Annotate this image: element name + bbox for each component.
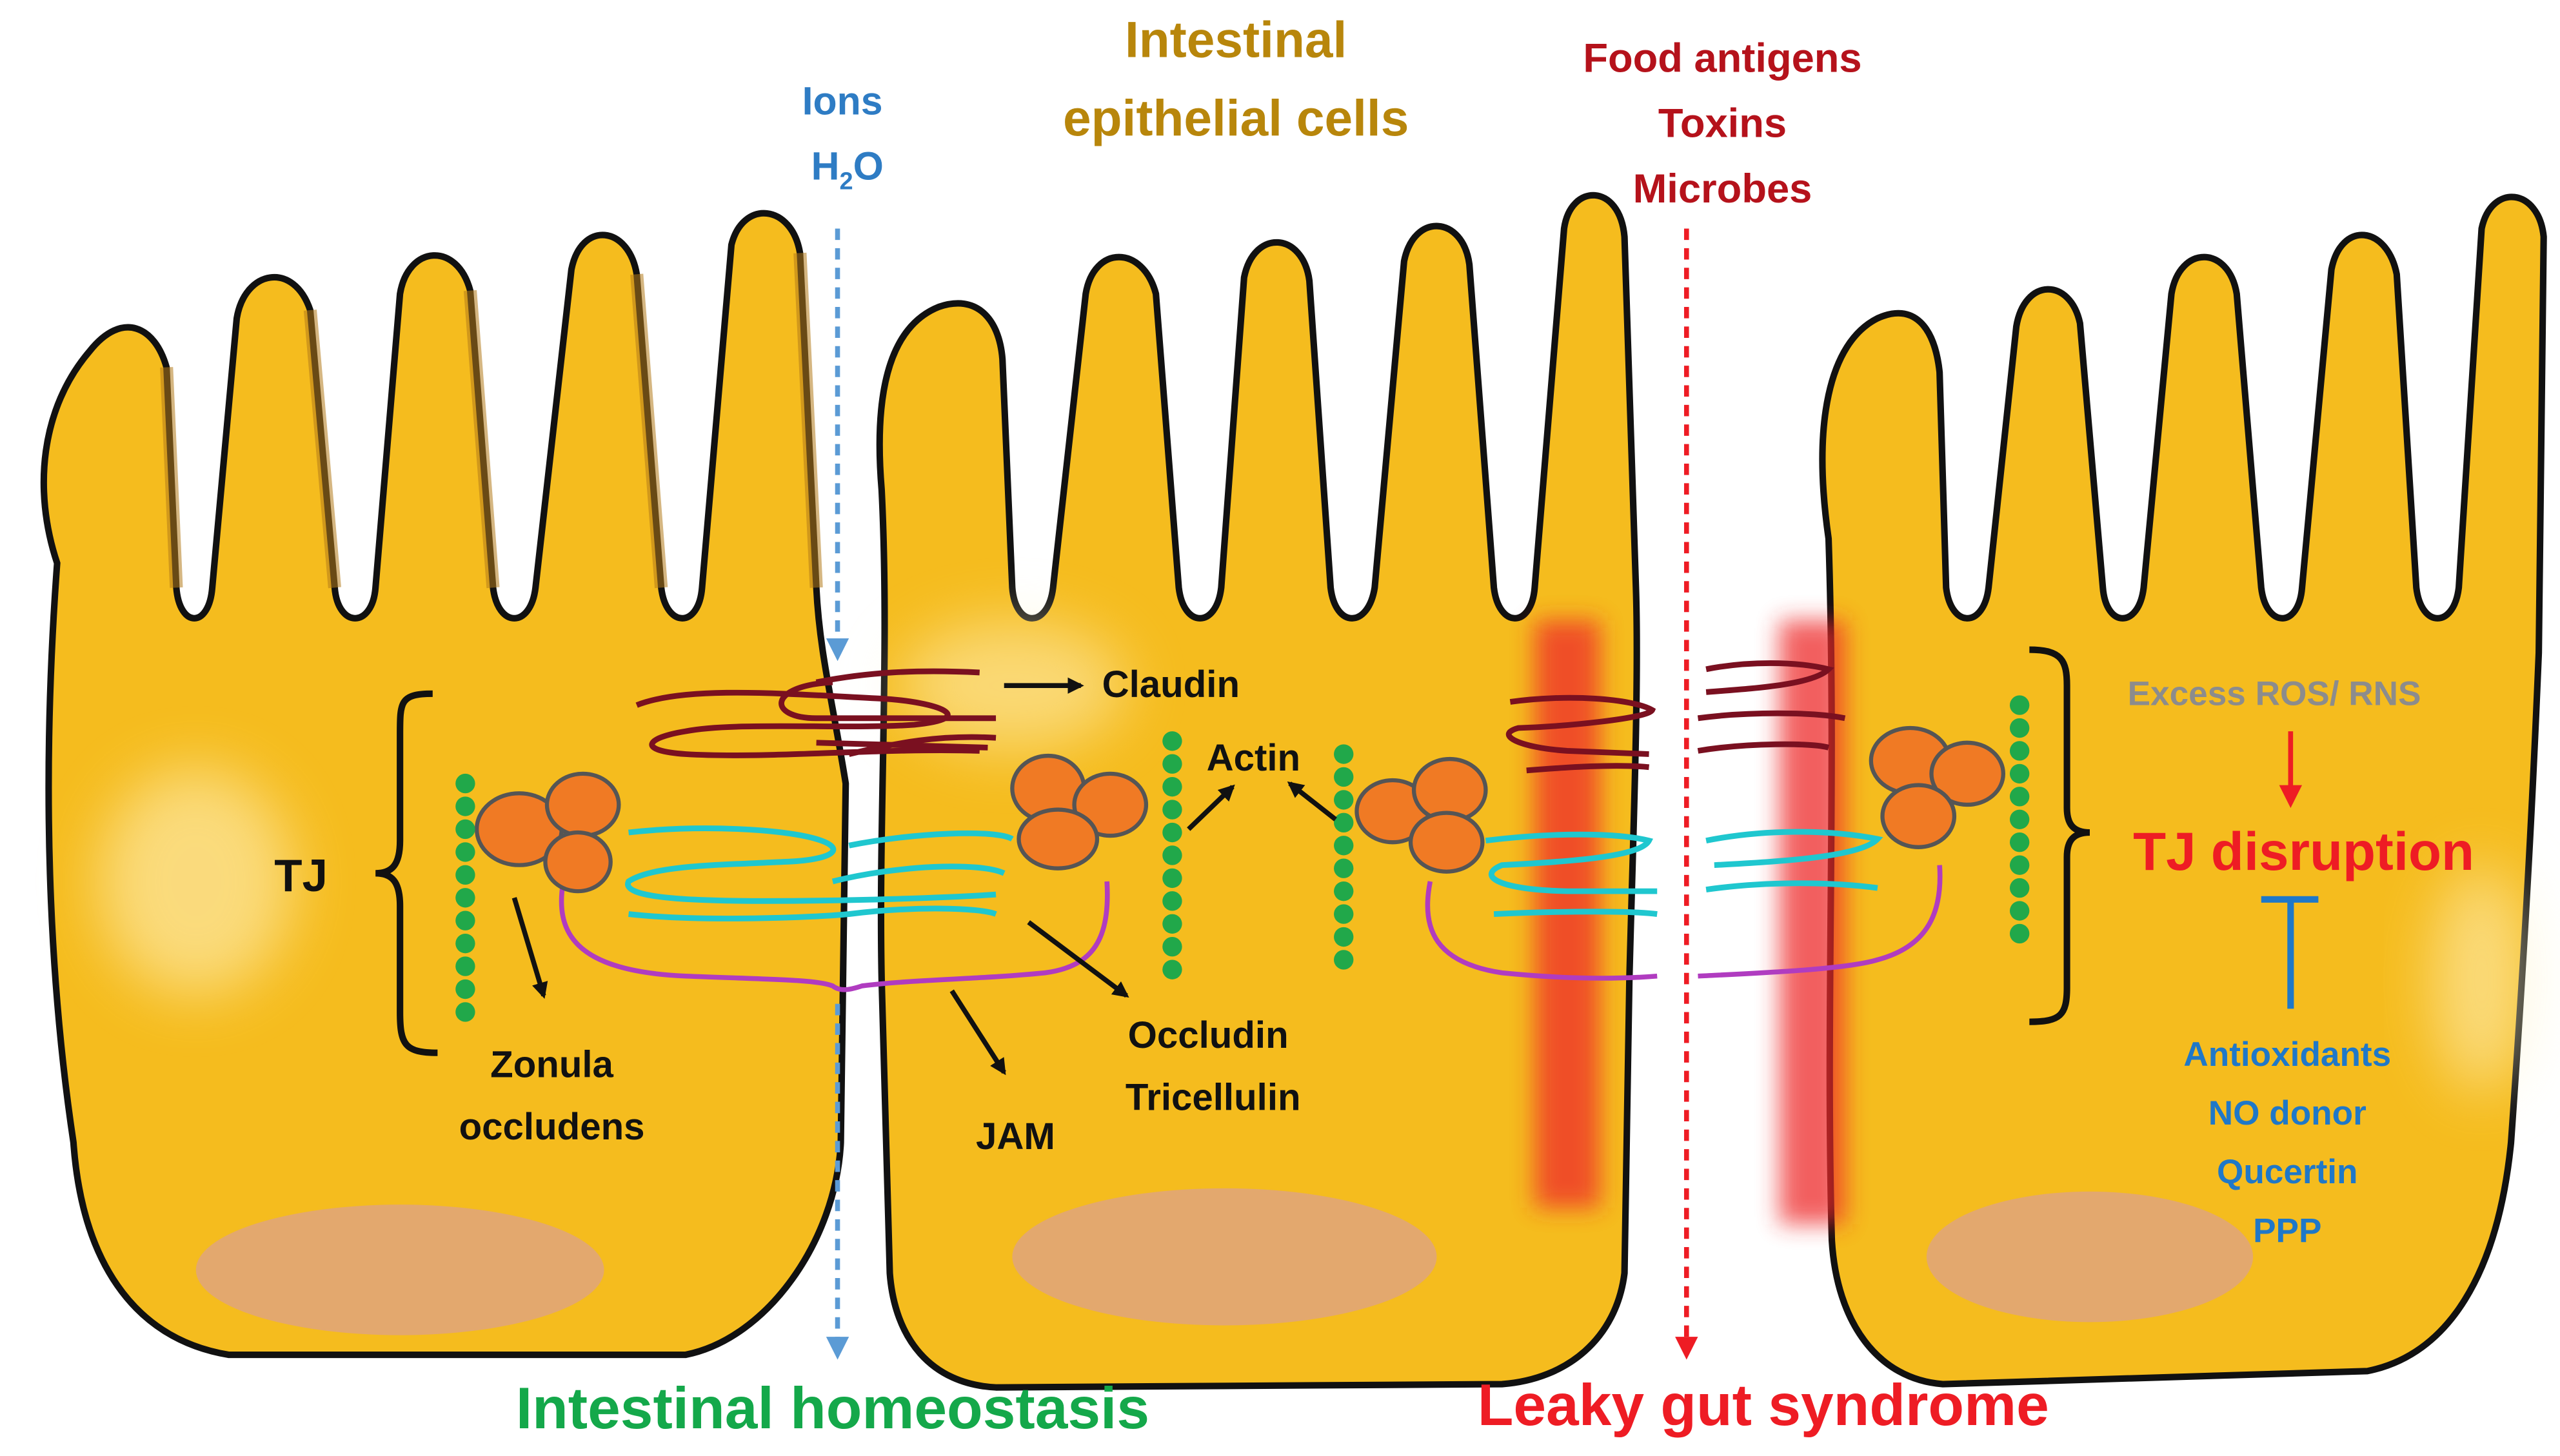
occludin-strand xyxy=(625,825,1014,921)
cell-highlight xyxy=(97,767,294,996)
cell-body xyxy=(1819,193,2547,1388)
jam-strand xyxy=(559,881,1110,992)
zo-protein-cluster xyxy=(1354,725,2006,874)
inhibition-bar xyxy=(2261,896,2319,1009)
ions-label: Ions xyxy=(802,79,883,123)
cell-body xyxy=(40,210,849,1359)
toxins-label: Toxins xyxy=(1658,101,1787,146)
occludin-label: Occludin xyxy=(1128,1014,1289,1056)
occludin-pointer-arrow xyxy=(1027,920,1129,998)
epithelial-cell-right xyxy=(1780,193,2547,1388)
h2o-label: H2O xyxy=(811,144,884,195)
nucleus xyxy=(195,1205,604,1335)
jam-label: JAM xyxy=(976,1116,1055,1157)
tight-junction-intact xyxy=(455,668,1182,1022)
claudin-strand xyxy=(635,668,997,758)
actin-pointer-arrow-right xyxy=(1287,781,1337,821)
excess-ros-label: Excess ROS/ RNS xyxy=(2128,675,2421,713)
jam-pointer-arrow xyxy=(949,989,1006,1076)
food-antigens-label: Food antigens xyxy=(1583,35,1861,81)
microbes-label: Microbes xyxy=(1633,166,1812,212)
actin-filament xyxy=(455,731,1182,1022)
ppp-label: PPP xyxy=(2253,1212,2321,1250)
tj-brace-right xyxy=(2029,646,2090,1025)
claudin-label: Claudin xyxy=(1102,664,1240,705)
title-intestinal: Intestinal xyxy=(1125,12,1347,68)
occludens-label: occludens xyxy=(459,1106,645,1148)
qucertin-label: Qucertin xyxy=(2217,1153,2358,1191)
cell-highlight xyxy=(2432,865,2531,1094)
nucleus xyxy=(1012,1188,1437,1326)
epithelial-cell-middle xyxy=(876,192,1640,1391)
no-donor-label: NO donor xyxy=(2208,1094,2367,1132)
claudin-strand xyxy=(1506,660,1846,774)
zo-protein-cluster xyxy=(474,753,1149,894)
zonula-label: Zonula xyxy=(490,1044,613,1086)
actin-filament xyxy=(1334,695,2030,970)
cell-brown-edge xyxy=(160,252,823,589)
epithelial-cell-left xyxy=(40,210,849,1359)
nucleus xyxy=(1926,1191,2254,1323)
intestinal-homeostasis-label: Intestinal homeostasis xyxy=(516,1376,1149,1441)
actin-label: Actin xyxy=(1207,737,1301,779)
tj-brace-left xyxy=(375,690,438,1056)
inflamed-edge xyxy=(1780,620,1845,1225)
zo-pointer-arrow xyxy=(511,897,548,999)
tricellulin-label: Tricellulin xyxy=(1126,1076,1301,1118)
occludin-strand xyxy=(1485,829,1883,917)
jam-strand xyxy=(1425,865,1943,981)
tj-disruption-label: TJ disruption xyxy=(2133,821,2474,881)
actin-pointer-arrow-left xyxy=(1187,784,1235,831)
tight-junction-disrupted xyxy=(1334,660,2030,981)
antioxidants-label: Antioxidants xyxy=(2183,1036,2391,1074)
title-epithelial-cells: epithelial cells xyxy=(1063,90,1409,146)
tj-label: TJ xyxy=(274,851,328,901)
leaky-gut-label: Leaky gut syndrome xyxy=(1478,1373,2049,1438)
cell-body xyxy=(876,192,1640,1391)
claudin-strand xyxy=(779,679,997,751)
